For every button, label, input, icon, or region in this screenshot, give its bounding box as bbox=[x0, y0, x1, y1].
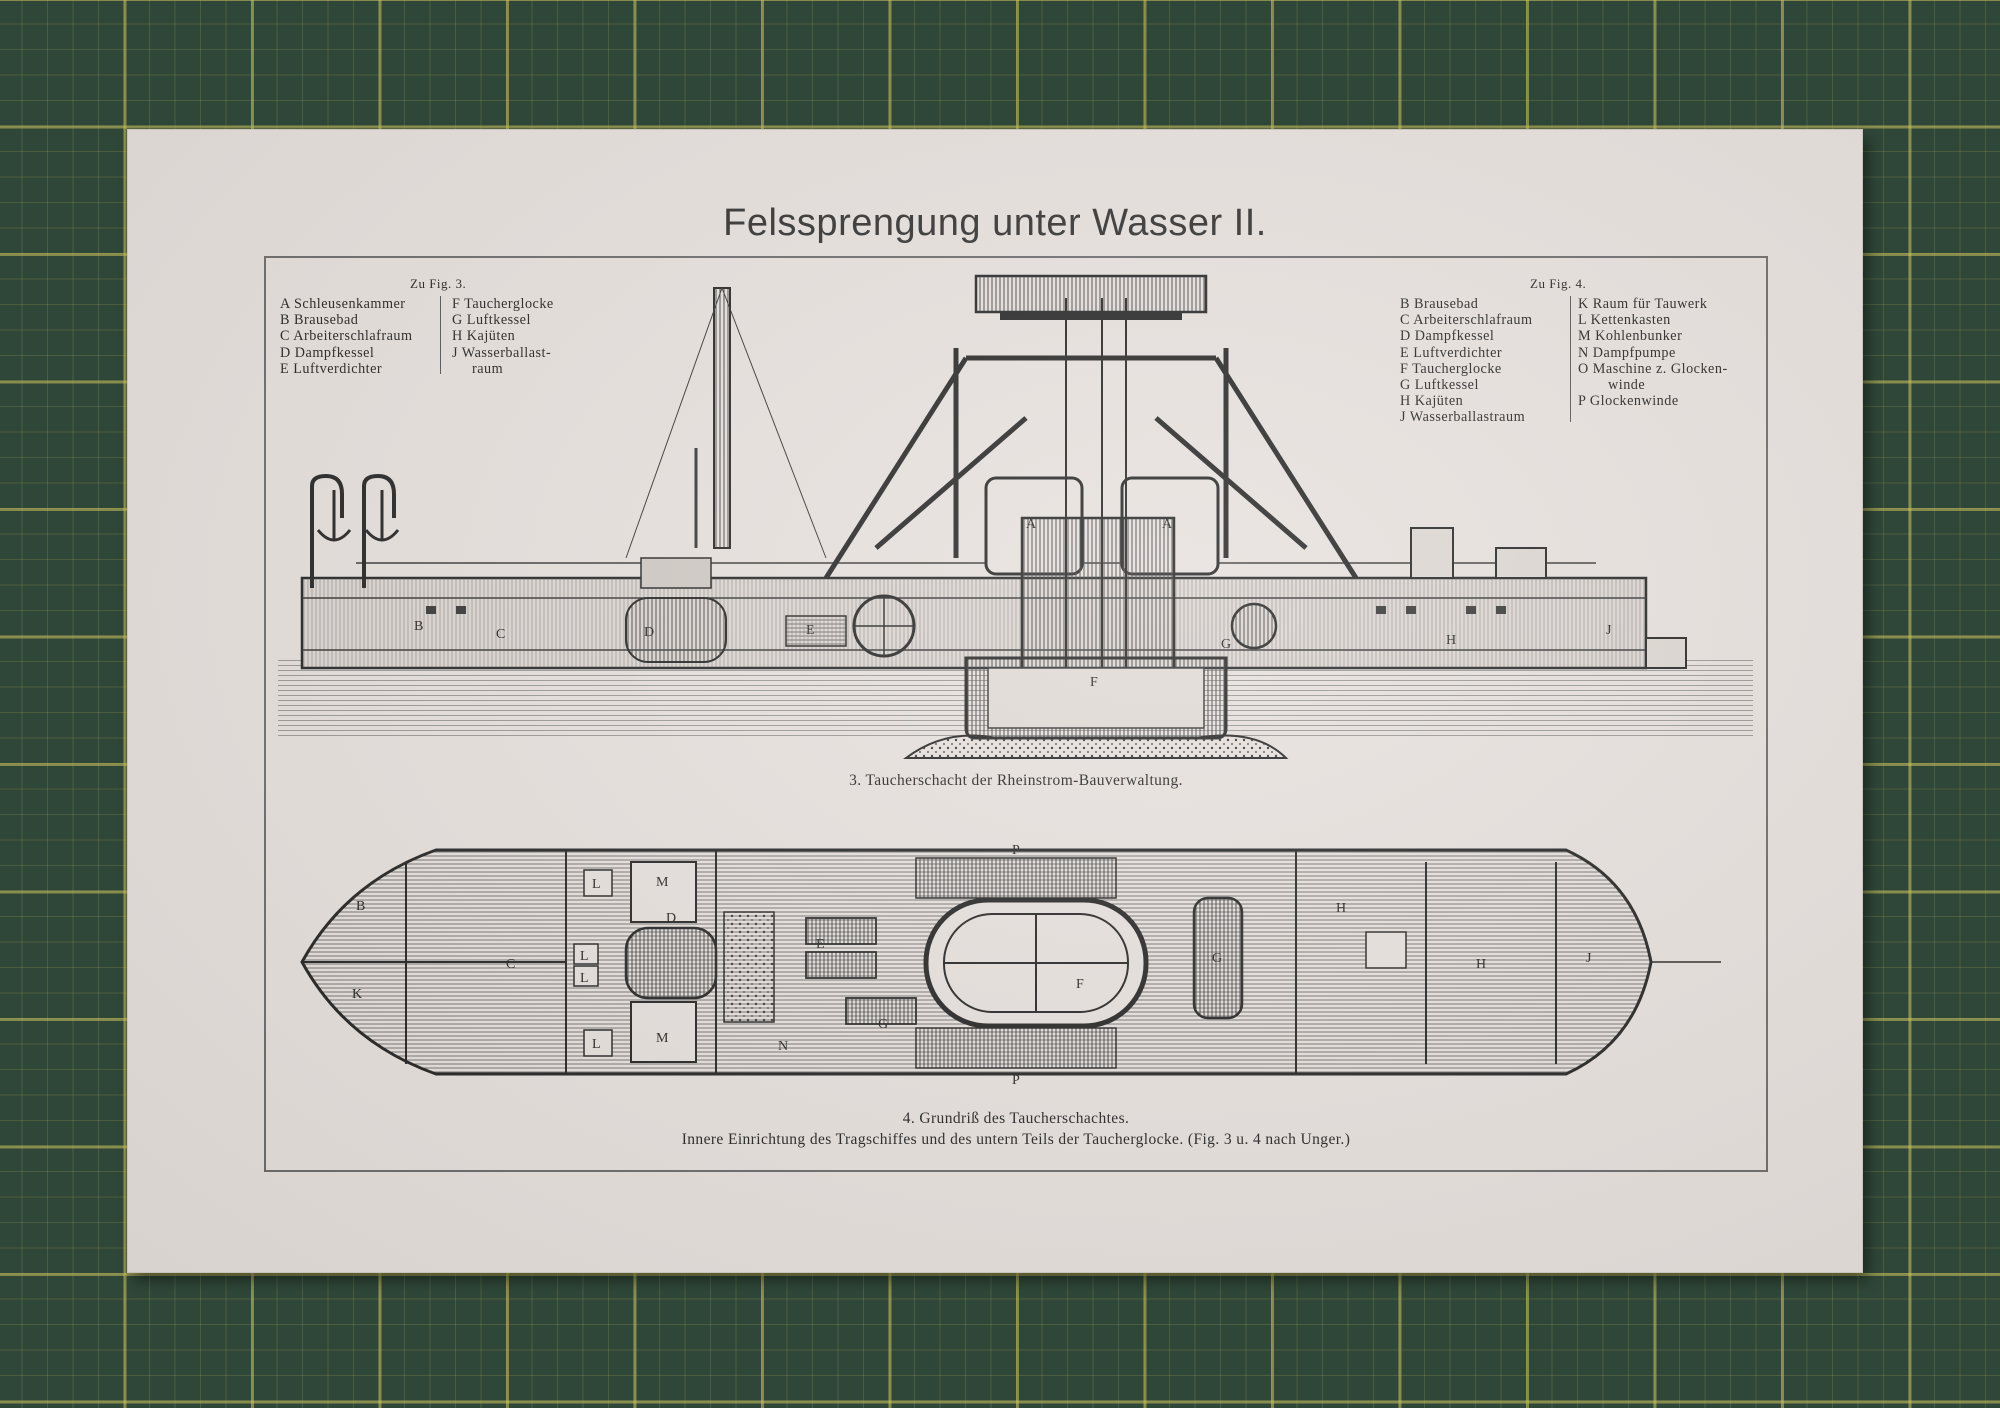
fig4-label: K bbox=[352, 987, 362, 1002]
fig3-label: A bbox=[1026, 517, 1037, 532]
fig4-caption-line1: 4. Grundriß des Taucherschachtes. bbox=[902, 1110, 1130, 1127]
riverbed-rock bbox=[902, 734, 1289, 759]
fig4-label: P bbox=[1012, 1073, 1020, 1088]
legend-entry: D Dampfkessel bbox=[1400, 328, 1495, 345]
fig3-label: B bbox=[414, 619, 423, 634]
legend-entry: O Maschine z. Glocken- bbox=[1578, 360, 1728, 377]
fig4-label: G bbox=[878, 1017, 888, 1032]
legend-entry: K Raum für Tauwerk bbox=[1578, 296, 1708, 312]
legend-divider bbox=[440, 296, 441, 374]
legend-fig4-heading: Zu Fig. 4. bbox=[1530, 276, 1587, 291]
legend-entry: raum bbox=[472, 360, 504, 377]
smokestack bbox=[713, 287, 731, 549]
anchor-icon bbox=[316, 490, 400, 542]
legend-entry: H Kajüten bbox=[1400, 393, 1464, 410]
fig3-caption: 3. Taucherschacht der Rheinstrom-Bauverw… bbox=[849, 772, 1183, 789]
legend-entry: J Wasserballastraum bbox=[1400, 409, 1526, 426]
legend-fig3-left: A Schleusenkammer B Brausebad C Arbeiter… bbox=[280, 296, 413, 377]
fig4-label: C bbox=[506, 957, 515, 972]
shaft-tower bbox=[823, 348, 1359, 580]
fig4-label: L bbox=[580, 971, 589, 986]
legend-fig3-heading: Zu Fig. 3. bbox=[410, 276, 467, 291]
fig4-label: L bbox=[592, 1037, 601, 1052]
fig4-label: M bbox=[656, 875, 669, 890]
fig3-label: F bbox=[1090, 675, 1098, 690]
legend-entry: N Dampfpumpe bbox=[1578, 344, 1676, 361]
plate-title: Felssprengung unter Wasser II. bbox=[723, 202, 1267, 244]
legend-entry: G Luftkessel bbox=[452, 312, 531, 329]
fig4-label: N bbox=[778, 1039, 788, 1054]
fig3-label: D bbox=[644, 625, 654, 640]
fig4-label: F bbox=[1076, 977, 1084, 992]
boiler-D bbox=[624, 926, 718, 1000]
legend-entry: winde bbox=[1608, 377, 1646, 394]
fig4-label: H bbox=[1336, 901, 1346, 916]
print-sheet: Felssprengung unter Wasser II. Zu Fig. 3… bbox=[128, 130, 1862, 1272]
fig4-label: E bbox=[816, 937, 825, 952]
fig3-label: G bbox=[1221, 637, 1231, 652]
fig4-label: H bbox=[1476, 957, 1486, 972]
legend-entry: C Arbeiterschlafraum bbox=[1400, 312, 1533, 329]
fig3-label: C bbox=[496, 627, 505, 642]
fig3-label: J bbox=[1606, 623, 1612, 638]
legend-fig3: Zu Fig. 3. A Schleusenkammer B Brausebad… bbox=[280, 276, 610, 406]
fig4-caption-line2: Innere Einrichtung des Tragschiffes und … bbox=[681, 1131, 1351, 1148]
fig3-label: H bbox=[1446, 633, 1456, 648]
fig4-label: M bbox=[656, 1031, 669, 1046]
legend-entry: B Brausebad bbox=[280, 312, 359, 329]
legend-entry: B Brausebad bbox=[1400, 296, 1479, 312]
fig4-label: D bbox=[666, 911, 676, 926]
legend-entry: J Wasserballast- bbox=[452, 344, 552, 361]
legend-fig3-right: F Taucherglocke G Luftkessel H Kajüten J… bbox=[452, 296, 554, 377]
legend-entry: D Dampfkessel bbox=[280, 344, 375, 361]
boiler-D bbox=[625, 597, 727, 663]
legend-divider bbox=[1570, 296, 1571, 422]
fig4-plan-view: B K C L L L L M M D E G N F G H H J P P bbox=[300, 843, 1721, 1088]
legend-entry: F Taucherglocke bbox=[452, 296, 554, 312]
legend-entry: C Arbeiterschlafraum bbox=[280, 328, 413, 345]
fig3-side-elevation: A A B C D E F G H J bbox=[278, 274, 1753, 759]
fig4-label: L bbox=[592, 877, 601, 892]
legend-entry: A Schleusenkammer bbox=[280, 296, 406, 312]
legend-entry: H Kajüten bbox=[452, 328, 516, 345]
fig4-label: L bbox=[580, 949, 589, 964]
legend-fig4: Zu Fig. 4. B Brausebad C Arbeiterschlafr… bbox=[1400, 276, 1750, 436]
legend-entry: E Luftverdichter bbox=[1400, 344, 1503, 361]
legend-entry: G Luftkessel bbox=[1400, 377, 1479, 394]
legend-entry: P Glockenwinde bbox=[1578, 393, 1679, 410]
fig4-label: J bbox=[1586, 951, 1592, 966]
air-tank-G bbox=[1192, 896, 1244, 1020]
plate-frame: Zu Fig. 3. A Schleusenkammer B Brausebad… bbox=[264, 256, 1768, 1172]
fig3-label: E bbox=[806, 623, 815, 638]
coal-bunker-M bbox=[630, 861, 697, 923]
air-tank-G bbox=[1230, 602, 1278, 650]
legend-entry: E Luftverdichter bbox=[280, 360, 383, 377]
legend-entry: M Kohlenbunker bbox=[1578, 328, 1683, 345]
legend-fig4-left: B Brausebad C Arbeiterschlafraum D Dampf… bbox=[1400, 296, 1533, 426]
legend-fig4-right: K Raum für Tauwerk L Kettenkasten M Kohl… bbox=[1578, 296, 1728, 409]
fig4-label: G bbox=[1212, 951, 1222, 966]
fig4-label: P bbox=[1012, 843, 1020, 858]
legend-entry: L Kettenkasten bbox=[1578, 312, 1671, 329]
coal-bunker-M bbox=[630, 1001, 697, 1063]
legend-entry: F Taucherglocke bbox=[1400, 360, 1502, 377]
bell-winch-P bbox=[915, 1027, 1117, 1069]
fig3-label: A bbox=[1162, 517, 1173, 532]
fig4-label: B bbox=[356, 899, 365, 914]
bell-winch-P bbox=[915, 857, 1117, 899]
